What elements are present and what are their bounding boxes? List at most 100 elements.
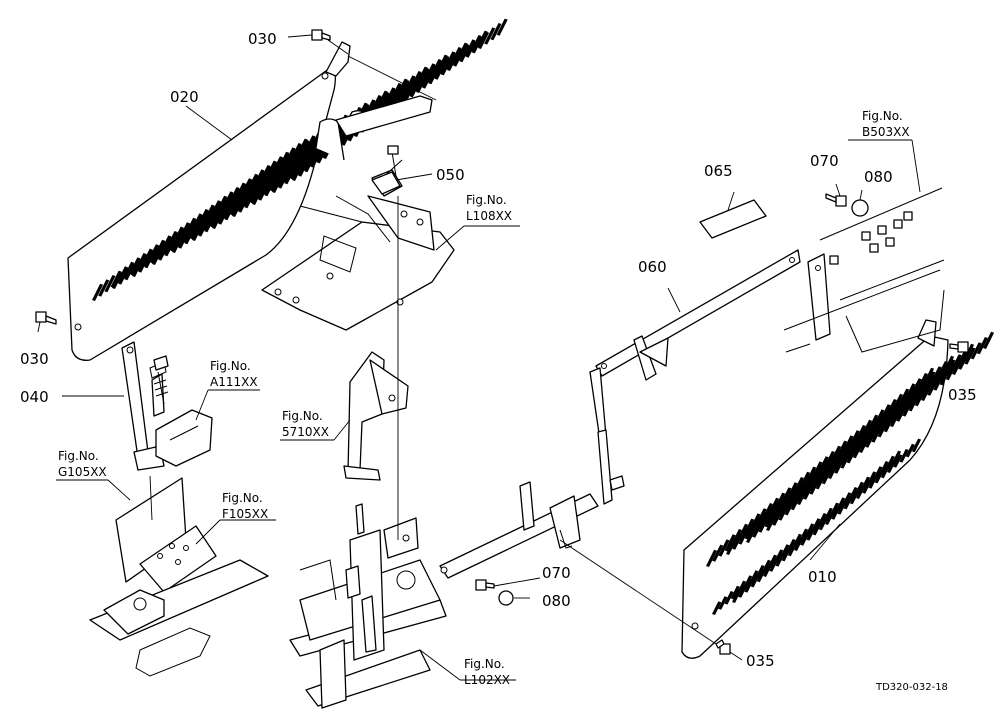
vent-slot <box>718 539 730 557</box>
vent-slot <box>124 263 136 281</box>
label-060: 060 <box>638 258 667 276</box>
vent-slot <box>868 475 878 489</box>
vent-slot <box>787 542 798 557</box>
bolt-030-left-icon <box>35 311 57 325</box>
figref-caption-l108: Fig.No. <box>466 193 507 207</box>
vent-slot <box>712 601 722 615</box>
vent-slot <box>724 534 736 552</box>
vent-slot <box>272 175 284 193</box>
vent-slot <box>744 522 756 540</box>
vent-slot <box>298 159 310 177</box>
nut-080-bottom-icon <box>498 590 514 606</box>
vent-slot <box>440 58 452 76</box>
vent-slot <box>712 544 724 562</box>
label-035-right: 035 <box>948 386 977 404</box>
bolt-070-bottom-icon <box>475 579 495 591</box>
vent-slot <box>132 259 144 277</box>
bolt-030-top-icon <box>311 29 331 41</box>
vent-slot <box>803 482 815 500</box>
vent-slot <box>939 368 951 386</box>
bolt-035-bottom-icon <box>715 639 731 655</box>
vent-slot <box>840 451 852 469</box>
vent-slot <box>746 525 758 543</box>
vent-slot <box>880 464 891 479</box>
vent-slot <box>471 36 483 54</box>
vent-slot <box>764 510 776 528</box>
vent-slot <box>775 553 785 567</box>
vent-slot <box>874 469 884 484</box>
figref-f105: F105XX <box>222 507 268 521</box>
figref-a111: A111XX <box>210 375 258 389</box>
vent-slot <box>304 155 316 173</box>
vent-slot <box>859 435 871 453</box>
vent-slot <box>877 420 889 438</box>
vent-slot <box>769 558 779 572</box>
vent-slot <box>138 255 150 273</box>
label-070-right: 070 <box>810 152 839 170</box>
vent-slot <box>831 506 841 520</box>
bolt-070-right-icon <box>825 193 847 207</box>
figref-caption-f105: Fig.No. <box>222 491 263 505</box>
vent-slot <box>310 150 322 168</box>
vent-slot <box>453 49 465 67</box>
frame-060 <box>439 249 801 579</box>
vent-slot <box>118 267 130 285</box>
vent-slot <box>927 378 939 396</box>
vent-slot <box>856 485 866 499</box>
vent-slot <box>172 235 184 253</box>
vent-slot <box>738 527 750 545</box>
nut-080-right-icon <box>851 199 869 217</box>
vent-slot <box>178 231 190 249</box>
label-040: 040 <box>20 388 49 406</box>
grille-panel-020 <box>67 18 508 361</box>
figref-l108: L108XX <box>466 209 512 223</box>
figref-l102: L102XX <box>464 673 510 687</box>
vent-slot <box>862 480 872 494</box>
center-bracket <box>261 95 455 331</box>
vent-slot <box>766 513 778 531</box>
vent-slot <box>218 207 230 225</box>
label-065 <box>699 199 767 239</box>
vent-slot <box>422 71 434 89</box>
vent-slot <box>849 490 860 505</box>
vent-slot <box>724 591 734 605</box>
vent-slot <box>905 443 915 458</box>
vent-slot <box>465 40 477 58</box>
figref-caption-b503: Fig.No. <box>862 109 903 123</box>
vent-slot <box>278 171 290 189</box>
vent-slot <box>763 563 773 577</box>
label-080-bottom: 080 <box>542 592 571 610</box>
vent-slot <box>821 467 833 485</box>
vent-slot <box>409 80 421 98</box>
vent-slot <box>244 191 256 209</box>
vent-slot <box>806 527 816 541</box>
bolt-035-right-icon <box>949 341 969 353</box>
vent-slot <box>490 23 502 41</box>
vent-slot <box>459 45 471 63</box>
vent-slot <box>756 568 767 583</box>
vent-slot <box>772 508 784 526</box>
figref-caption-l102: Fig.No. <box>464 657 505 671</box>
fasteners <box>35 29 969 655</box>
vent-slot <box>744 579 754 593</box>
vent-slot <box>98 279 110 297</box>
center-lower-frame <box>289 351 447 709</box>
vent-slot <box>914 389 926 407</box>
vent-slot <box>112 271 124 289</box>
figref-caption-g105: Fig.No. <box>58 449 99 463</box>
label-035-bottom: 035 <box>746 652 775 670</box>
vent-slot <box>893 454 903 468</box>
vent-slot <box>212 211 224 229</box>
vent-slot <box>198 219 210 237</box>
vent-slot <box>434 62 446 80</box>
drawing-code: TD320-032-18 <box>875 682 948 693</box>
vent-slot <box>896 404 908 422</box>
vent-slot <box>758 515 770 533</box>
vent-slot <box>797 487 809 505</box>
vent-slot <box>164 239 176 257</box>
vent-slot <box>784 498 796 516</box>
vent-slot <box>781 547 791 562</box>
figref-5710: 5710XX <box>282 425 329 439</box>
